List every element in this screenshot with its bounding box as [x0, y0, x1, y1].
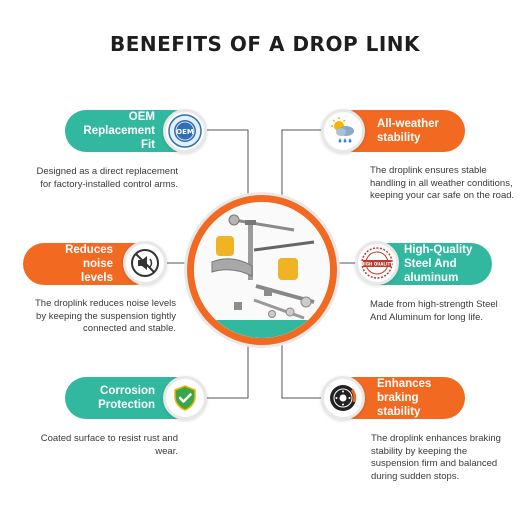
benefit-noise-label: Reduces noise levels [65, 244, 113, 284]
benefit-quality-description: Made from high-strength Steel And Alumin… [370, 299, 498, 323]
benefit-oem-description: Designed as a direct replacement for fac… [36, 166, 178, 190]
benefit-oem-label: OEM Replacement Fit [83, 111, 155, 151]
page-title: BENEFITS OF A DROP LINK [109, 32, 421, 56]
benefit-weather-description: The droplink ensures stable handling in … [370, 165, 515, 201]
benefit-corrosion-description: Coated surface to resist rust and wear. [40, 433, 178, 457]
benefit-corrosion-label: Corrosion Protection [98, 385, 155, 411]
benefit-quality-label: High-Quality Steel And aluminum [404, 244, 473, 284]
oem-badge-text: OEM [176, 128, 194, 136]
high-quality-stamp-icon: HIGH QUALITY [355, 241, 399, 285]
benefit-weather-label: All-weather stability [377, 118, 439, 144]
quality-badge-text: HIGH QUALITY [361, 262, 393, 267]
drop-link-parts-image [187, 195, 337, 345]
drop-link-parts-illustration [194, 202, 330, 338]
oem-seal-icon: OEM [163, 109, 207, 153]
brake-disc-icon [321, 376, 365, 420]
no-noise-icon [123, 241, 167, 285]
benefit-braking-description: The droplink enhances braking stability … [371, 433, 501, 482]
benefit-braking-label: Enhances braking stability [377, 378, 432, 418]
weather-icon [321, 109, 365, 153]
shield-check-icon [163, 376, 207, 420]
benefit-noise-description: The droplink reduces noise levels by kee… [35, 298, 176, 334]
